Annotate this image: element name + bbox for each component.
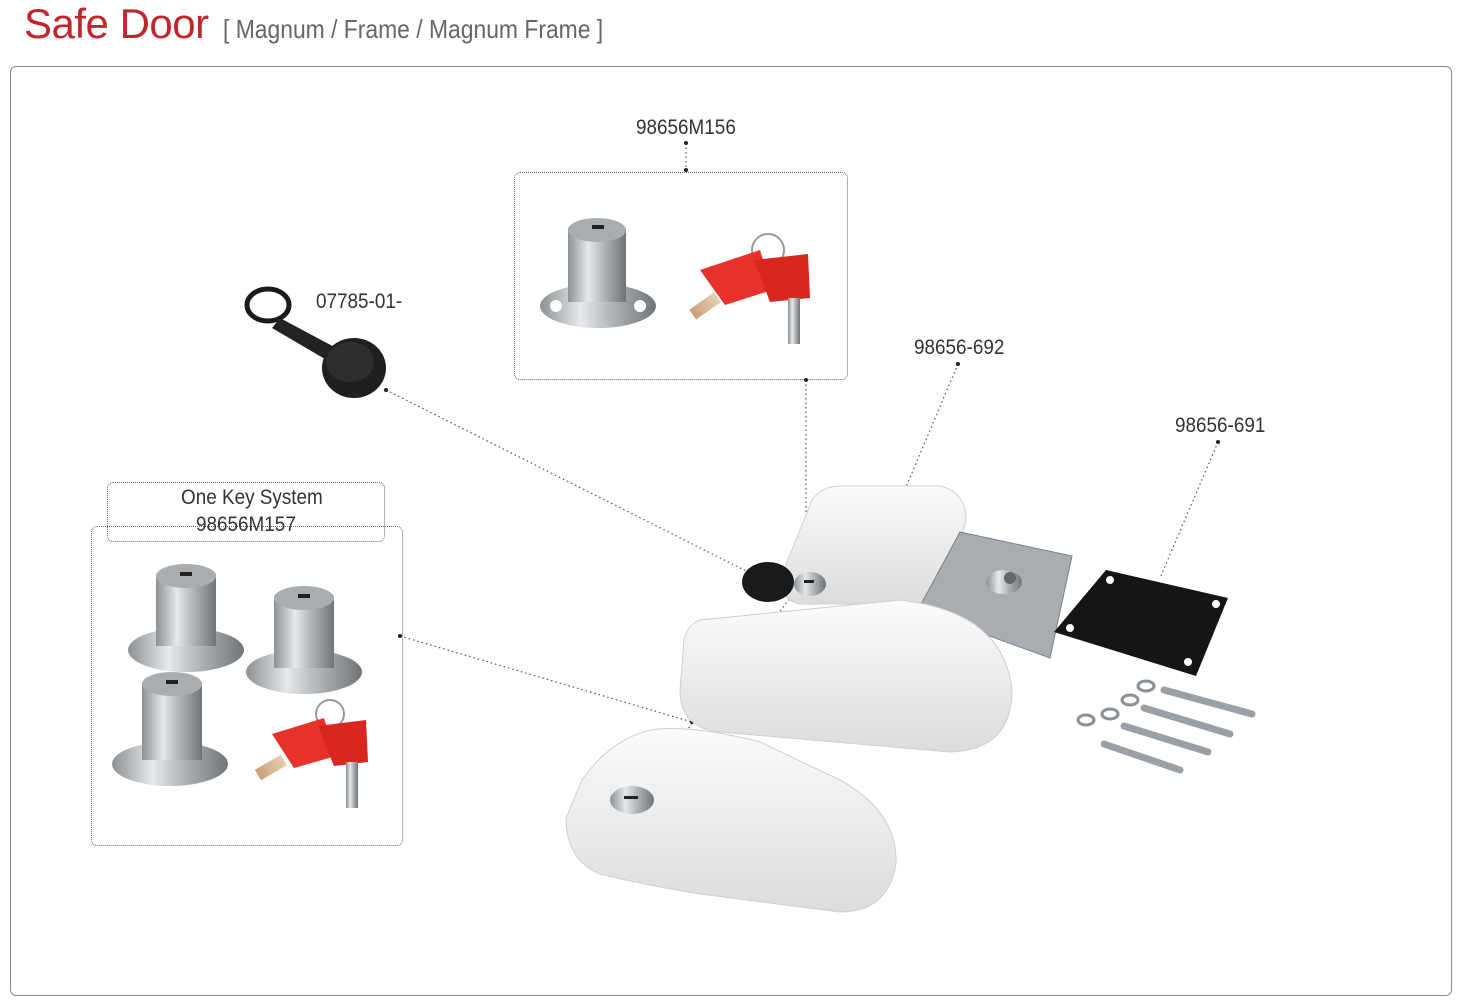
one-key-cylinders-icon xyxy=(112,564,362,786)
lock-body-upper-icon xyxy=(679,562,1013,753)
leader-lines xyxy=(385,143,1219,791)
cap-07785-01-icon xyxy=(244,286,386,398)
part-label-98656M157: 98656M157 xyxy=(196,513,296,536)
leader-07785-01 xyxy=(385,389,761,579)
part-label-98656M156: 98656M156 xyxy=(636,116,736,139)
metal-plate-icon xyxy=(917,531,1073,659)
box-one-key-system xyxy=(91,526,403,846)
page-header: Safe Door [ Magnum / Frame / Magnum Fram… xyxy=(24,0,655,60)
part-label-one-key-system: One Key System xyxy=(181,486,323,509)
screws-icon xyxy=(1076,679,1256,774)
leader-98656-692 xyxy=(897,363,959,507)
box-98656M156 xyxy=(514,172,848,380)
leader-98656-691 xyxy=(1159,441,1219,579)
page-subtitle: [ Magnum / Frame / Magnum Frame ] xyxy=(222,14,603,44)
part-label-07785-01: 07785-01- xyxy=(316,290,403,313)
part-label-98656-691: 98656-691 xyxy=(1175,414,1266,437)
page-title: Safe Door xyxy=(24,0,209,47)
box-one-key-label xyxy=(107,482,385,542)
leader-98656M157 xyxy=(399,635,693,723)
lock-body-lower-icon xyxy=(565,728,897,913)
lock-cylinder-icon xyxy=(540,218,656,328)
one-key-red-keys-icon xyxy=(254,699,368,808)
part-label-98656-692: 98656-692 xyxy=(914,336,1005,359)
black-gasket-icon xyxy=(1054,570,1228,676)
red-keys-icon xyxy=(689,233,810,344)
